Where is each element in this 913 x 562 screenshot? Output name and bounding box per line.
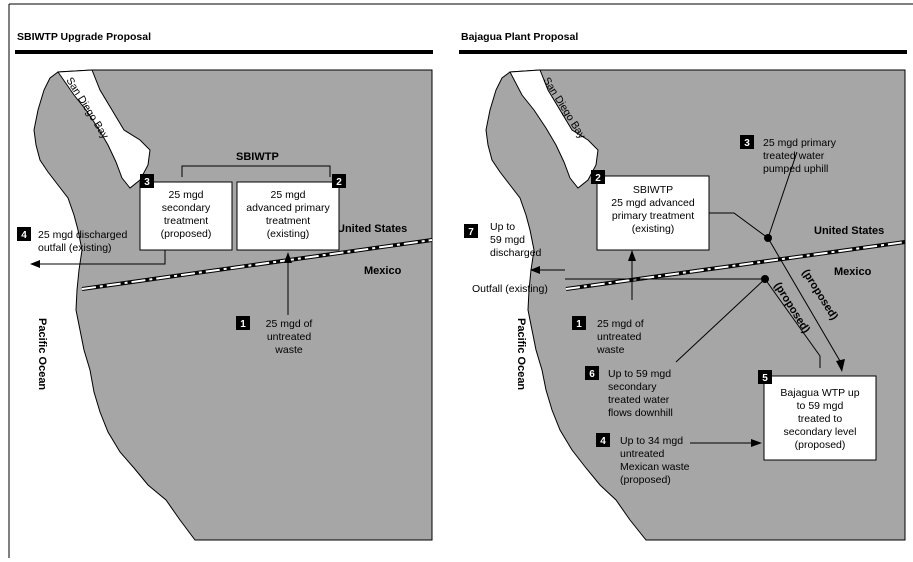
svg-text:treated water: treated water (763, 150, 825, 162)
left-mexico-label: Mexico (364, 265, 402, 277)
right-title-rule (459, 50, 907, 54)
svg-text:25 mgd: 25 mgd (168, 189, 203, 201)
left-label4-discharge: 4 25 mgd discharged outfall (existing) (17, 227, 127, 254)
right-label3-pumped: 3 25 mgd primary treated water pumped up… (740, 135, 837, 175)
svg-text:4: 4 (21, 230, 27, 241)
svg-text:25 mgd advanced: 25 mgd advanced (611, 197, 695, 209)
svg-text:untreated: untreated (267, 331, 312, 343)
left-title-rule (15, 50, 433, 54)
svg-text:(existing): (existing) (632, 223, 675, 235)
right-label4-mexican-waste: 4 Up to 34 mgd untreated Mexican waste (… (596, 433, 690, 486)
right-label6-downhill: 6 Up to 59 mgd secondary treated water f… (585, 366, 673, 419)
svg-text:3: 3 (144, 177, 150, 188)
svg-text:4: 4 (600, 436, 606, 447)
svg-text:untreated: untreated (620, 448, 665, 460)
svg-text:waste: waste (596, 344, 625, 356)
left-panel-title: SBIWTP Upgrade Proposal (17, 31, 151, 43)
svg-text:SBIWTP: SBIWTP (633, 184, 673, 196)
svg-text:59 mgd: 59 mgd (490, 234, 525, 246)
svg-text:pumped uphill: pumped uphill (763, 163, 828, 175)
right-box2-sbiwtp: 2 SBIWTP 25 mgd advanced primary treatme… (591, 170, 710, 251)
svg-text:outfall (existing): outfall (existing) (38, 242, 112, 254)
svg-text:Mexican waste: Mexican waste (620, 461, 690, 473)
svg-text:1: 1 (240, 319, 246, 330)
svg-text:Up to 59 mgd: Up to 59 mgd (608, 368, 671, 380)
svg-text:(existing): (existing) (267, 228, 310, 240)
svg-text:advanced primary: advanced primary (246, 202, 330, 214)
svg-text:secondary: secondary (162, 202, 211, 214)
svg-text:1: 1 (576, 319, 582, 330)
svg-text:flows downhill: flows downhill (608, 407, 673, 419)
left-us-label: United States (337, 223, 407, 235)
right-panel-title: Bajagua Plant Proposal (461, 31, 578, 43)
svg-text:discharged: discharged (490, 247, 542, 259)
left-box3-secondary: 3 25 mgd secondary treatment (proposed) (139, 174, 233, 251)
svg-text:5: 5 (762, 373, 768, 384)
right-land (485, 69, 906, 541)
right-label7-discharged: 7 Up to 59 mgd discharged (464, 221, 542, 259)
right-ocean-label: Pacific Ocean (515, 318, 527, 390)
svg-text:2: 2 (336, 177, 342, 188)
svg-text:25 mgd primary: 25 mgd primary (763, 137, 837, 149)
left-sbiwtp-label: SBIWTP (236, 151, 279, 163)
svg-text:waste: waste (274, 344, 303, 356)
right-panel: Bajagua Plant Proposal San Diego Bay Uni… (459, 31, 907, 541)
svg-text:treated water: treated water (608, 394, 670, 406)
svg-text:secondary level: secondary level (784, 426, 857, 438)
svg-text:treatment: treatment (266, 215, 310, 227)
svg-text:(proposed): (proposed) (161, 228, 212, 240)
left-land (33, 69, 433, 541)
svg-text:treatment: treatment (164, 215, 208, 227)
svg-text:(proposed): (proposed) (620, 474, 671, 486)
right-label1-waste: 1 25 mgd of untreated waste (572, 316, 644, 356)
right-box5-bajagua: 5 Bajagua WTP up to 59 mgd treated to se… (758, 370, 877, 461)
svg-text:(proposed): (proposed) (795, 439, 846, 451)
svg-text:2: 2 (595, 173, 601, 184)
svg-text:untreated: untreated (597, 331, 642, 343)
svg-text:3: 3 (744, 138, 750, 149)
svg-text:primary treatment: primary treatment (612, 210, 694, 222)
left-label1-waste: 1 25 mgd of untreated waste (236, 316, 312, 356)
svg-text:25 mgd of: 25 mgd of (266, 318, 313, 330)
svg-text:Up to 34 mgd: Up to 34 mgd (620, 435, 683, 447)
svg-text:Up to: Up to (490, 221, 515, 233)
left-box2-primary: 2 25 mgd advanced primary treatment (exi… (236, 174, 346, 251)
left-ocean-label: Pacific Ocean (36, 318, 48, 390)
svg-text:Bajagua WTP up: Bajagua WTP up (780, 387, 859, 399)
svg-text:7: 7 (468, 227, 474, 238)
right-mexico-label: Mexico (834, 266, 872, 278)
right-outfall-label: Outfall (existing) (472, 283, 548, 295)
right-bay (509, 69, 599, 189)
svg-text:secondary: secondary (608, 381, 657, 393)
left-panel: SBIWTP Upgrade Proposal San Diego Bay Un… (15, 31, 433, 541)
right-us-label: United States (814, 225, 884, 237)
svg-text:to 59 mgd: to 59 mgd (797, 400, 844, 412)
svg-text:6: 6 (589, 369, 595, 380)
svg-text:treated to: treated to (798, 413, 843, 425)
svg-text:25 mgd: 25 mgd (270, 189, 305, 201)
svg-text:25 mgd discharged: 25 mgd discharged (38, 229, 127, 241)
svg-text:25 mgd of: 25 mgd of (597, 318, 644, 330)
